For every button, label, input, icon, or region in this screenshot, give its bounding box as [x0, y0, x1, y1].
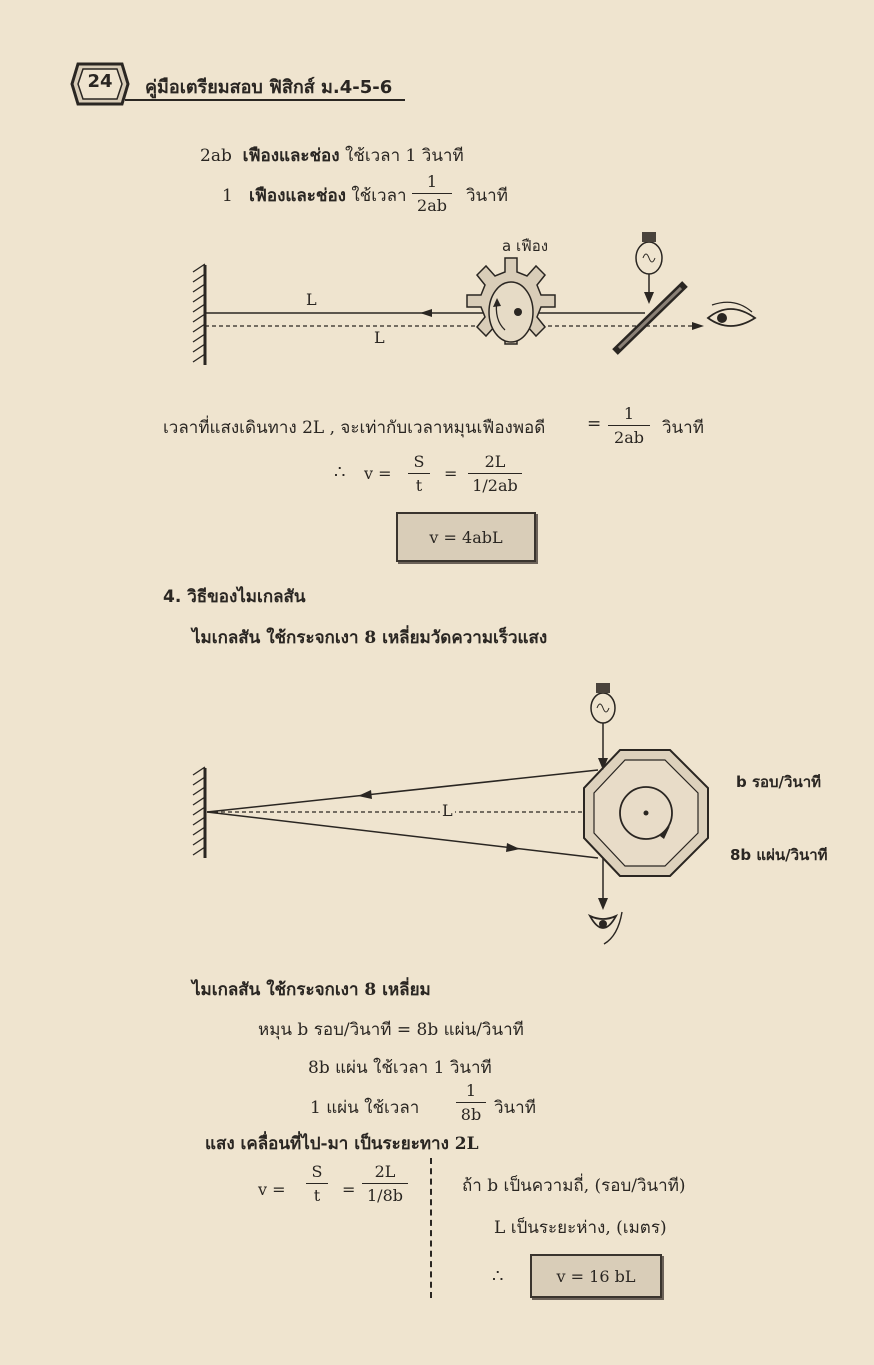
beam-arrow-left: [420, 309, 432, 317]
time-equals: =: [587, 414, 602, 434]
michelson-intro: ไมเกลสัน ใช้กระจกเงา 8 เหลี่ยมวัดความเร็…: [192, 628, 548, 648]
fizeau-diagram: [192, 232, 757, 365]
distance-label-bottom: L: [374, 328, 385, 347]
fizeau-gear-text-2: เฟืองและช่อง: [249, 186, 346, 206]
light-bulb-icon: [635, 232, 663, 304]
fizeau-line-2: 1 เฟืองและช่อง ใช้เวลา: [222, 182, 407, 209]
page-number-badge: [70, 62, 130, 106]
michelson-eye-icon: [587, 911, 623, 945]
velocity-eq-label: v =: [364, 464, 392, 483]
calc-line-4: 1 แผ่น ใช้เวลา: [310, 1098, 420, 1118]
fizeau-fraction-2: 1 2ab: [412, 174, 452, 214]
fizeau-rest-1: ใช้เวลา 1 วินาที: [344, 146, 464, 166]
michelson-light-bulb-icon: [590, 683, 616, 770]
michelson-s-over-t: S t: [306, 1164, 328, 1204]
s-over-t: S t: [408, 454, 430, 494]
michelson-arrow-2: [506, 843, 520, 852]
michelson-arrow-1: [358, 790, 372, 799]
panel-per-sec-label: 8b แผ่น/วินาที: [730, 846, 828, 864]
therefore-symbol: ∴: [334, 462, 346, 483]
calc-line-3: 8b แผ่น ใช้เวลา 1 วินาที: [308, 1058, 492, 1078]
toothed-gear: [466, 257, 556, 345]
michelson-fixed-mirror: [192, 766, 207, 858]
michelson-eq2: =: [342, 1180, 356, 1199]
fizeau-result: v = 4abL: [429, 527, 503, 547]
calc-line-5: แสง เคลื่อนที่ไป-มา เป็นระยะทาง 2L: [205, 1134, 479, 1154]
note-frequency: ถ้า b เป็นความถี่, (รอบ/วินาที): [462, 1176, 686, 1196]
calc-line-4-unit: วินาที: [494, 1098, 536, 1118]
gear-label: a เฟือง: [502, 237, 549, 255]
fizeau-count-1: 2ab: [200, 146, 232, 166]
page-number: 24: [87, 71, 113, 92]
distance-over-time: 2L 1/2ab: [468, 454, 522, 494]
fizeau-gear-text-1: เฟืองและช่อง: [242, 146, 340, 166]
fizeau-count-2: 1: [222, 186, 233, 206]
beam-arrow-right: [692, 322, 704, 330]
michelson-heading: 4. วิธีของไมเกลสัน: [163, 587, 306, 607]
michelson-v-eq: v =: [258, 1180, 286, 1199]
note-distance: L เป็นระยะห่าง, (เมตร): [494, 1218, 667, 1238]
header-rule: [125, 99, 405, 101]
calc-line-1: ไมเกลสัน ใช้กระจกเงา 8 เหลี่ยม: [192, 980, 431, 1000]
vertical-divider: [430, 1158, 432, 1298]
michelson-therefore: ∴: [492, 1266, 504, 1287]
michelson-beam-out: [206, 769, 599, 813]
michelson-result: v = 16 bL: [556, 1266, 636, 1286]
fizeau-result-box: v = 4abL: [396, 512, 536, 562]
time-statement: เวลาที่แสงเดินทาง 2L , จะเท่ากับเวลาหมุน…: [163, 418, 546, 438]
michelson-diagram: [192, 683, 709, 945]
rev-per-sec-label: b รอบ/วินาที: [736, 773, 822, 791]
michelson-result-box: v = 16 bL: [530, 1254, 662, 1298]
book-title: คู่มือเตรียมสอบ ฟิสิกส์ ม.4-5-6: [145, 77, 393, 98]
time-fraction: 1 2ab: [608, 406, 650, 446]
octagonal-mirror: [583, 749, 709, 877]
equals-2: =: [444, 464, 458, 483]
michelson-distance-over-time: 2L 1/8b: [362, 1164, 408, 1204]
fizeau-line-1: 2ab เฟืองและช่อง ใช้เวลา 1 วินาที: [200, 142, 464, 169]
time-unit: วินาที: [662, 418, 704, 438]
calc-line-2: หมุน b รอบ/วินาที = 8b แผ่น/วินาที: [258, 1020, 524, 1040]
michelson-distance-label: L: [440, 801, 455, 820]
fizeau-unit-2: วินาที: [466, 186, 508, 206]
eye-icon: [706, 301, 757, 327]
fixed-mirror-wall: [192, 263, 207, 365]
calc-line-4-fraction: 1 8b: [456, 1083, 486, 1123]
distance-label-top: L: [306, 290, 317, 309]
fizeau-rest-2: ใช้เวลา: [351, 186, 407, 206]
michelson-beam-back: [206, 811, 599, 859]
